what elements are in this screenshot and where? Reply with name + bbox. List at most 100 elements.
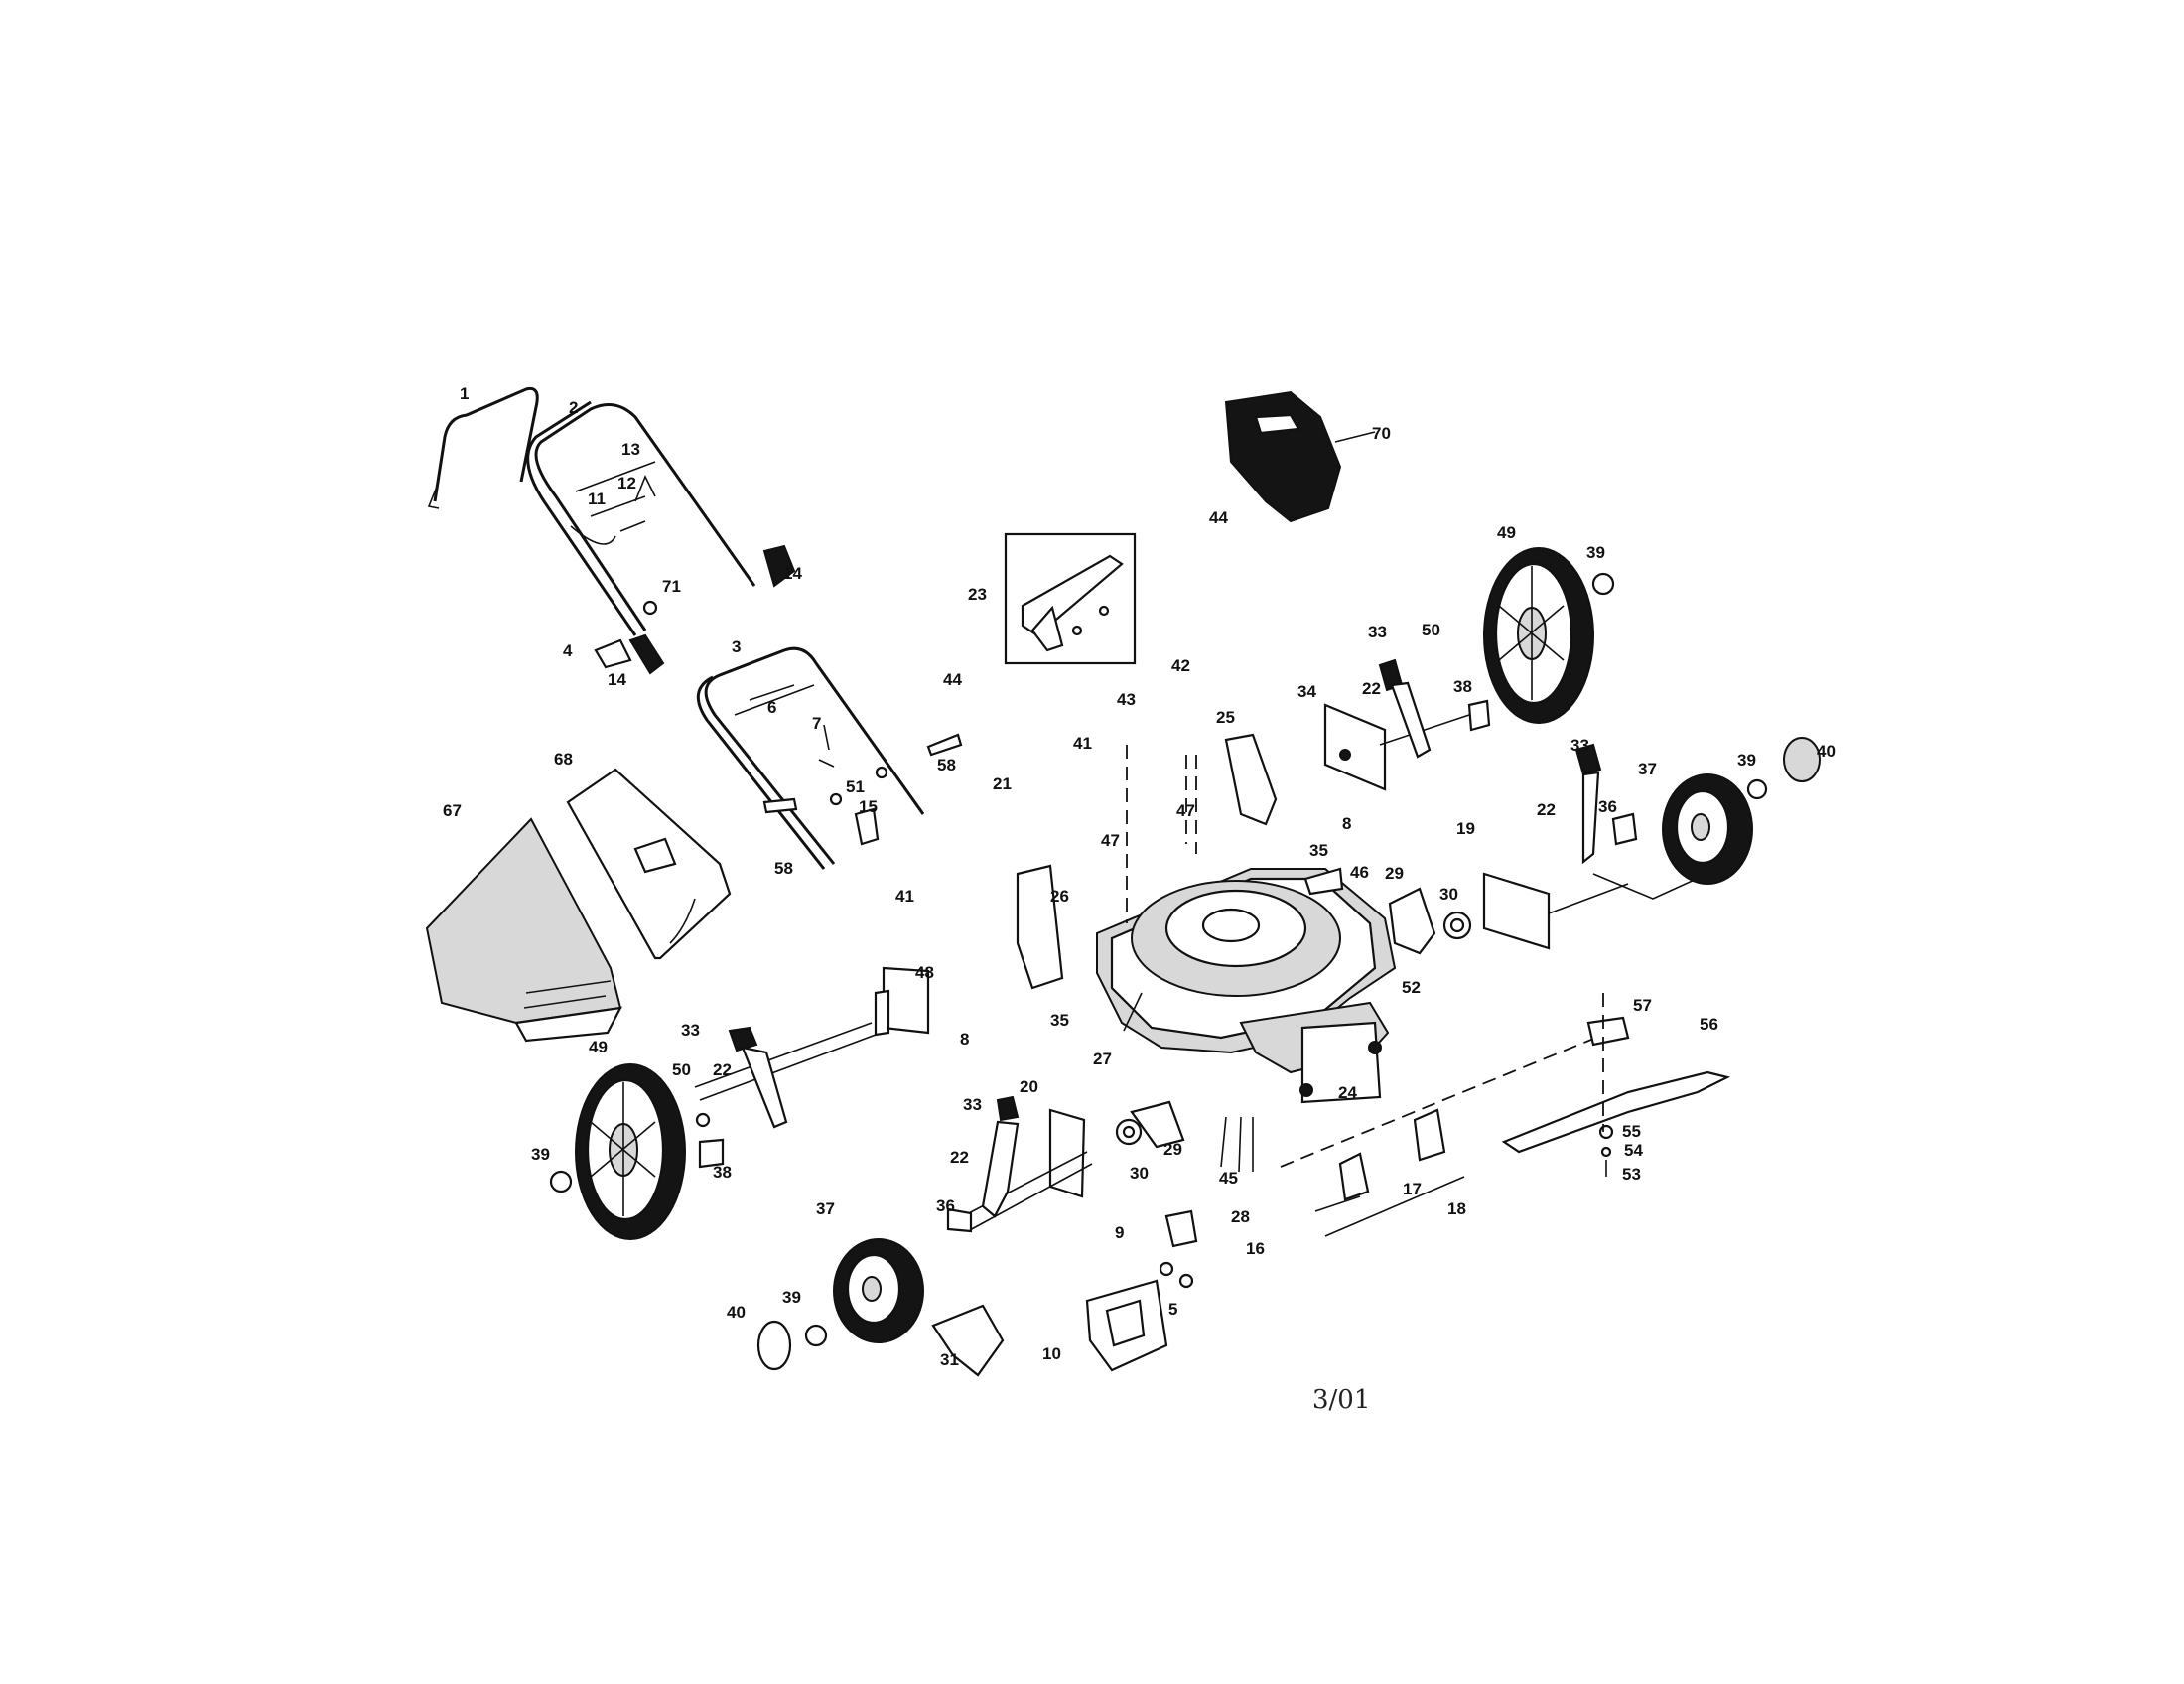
part-label-40a: 40 — [727, 1303, 746, 1322]
part-label-13: 13 — [621, 440, 640, 459]
part-label-22a: 22 — [713, 1060, 732, 1079]
lower-handle-3 — [696, 646, 925, 870]
part-label-25: 25 — [1216, 708, 1235, 727]
part-label-14b: 14 — [608, 670, 626, 689]
part-label-44a: 44 — [1209, 508, 1228, 527]
part-label-27: 27 — [1093, 1050, 1112, 1068]
front-wheel-left-37 — [833, 1238, 924, 1343]
part-label-36b: 36 — [1598, 797, 1617, 816]
part-label-37a: 37 — [816, 1199, 835, 1218]
part-label-16: 16 — [1246, 1239, 1265, 1258]
lower-misc-parts — [931, 1108, 1465, 1377]
part-label-19: 19 — [1456, 819, 1475, 838]
part-label-30a: 30 — [1439, 885, 1458, 904]
part-label-50b: 50 — [1422, 621, 1440, 639]
part-label-20: 20 — [1020, 1077, 1038, 1096]
part-label-17: 17 — [1403, 1180, 1422, 1198]
part-label-38a: 38 — [713, 1163, 732, 1182]
part-label-11: 11 — [588, 490, 606, 508]
part-label-36a: 36 — [936, 1196, 955, 1215]
part-label-58b: 58 — [774, 859, 793, 878]
part-label-35a: 35 — [1309, 841, 1328, 860]
part-label-51: 51 — [846, 777, 865, 796]
part-label-45: 45 — [1219, 1169, 1238, 1188]
engine-70 — [1224, 390, 1376, 523]
bag-frame-68 — [566, 768, 732, 960]
rear-wheel-left-49 — [575, 1063, 686, 1240]
part-label-46: 46 — [1350, 863, 1369, 882]
part-label-4: 4 — [563, 641, 573, 660]
part-label-44b: 44 — [943, 670, 962, 689]
part-label-57: 57 — [1633, 996, 1652, 1015]
blade-56 — [1501, 993, 1731, 1177]
part-label-49a: 49 — [589, 1038, 608, 1056]
part-label-41a: 41 — [1073, 734, 1092, 753]
part-label-29b: 29 — [1163, 1140, 1182, 1159]
part-label-28: 28 — [1231, 1207, 1250, 1226]
part-label-31: 31 — [940, 1350, 959, 1369]
part-label-49b: 49 — [1497, 523, 1516, 542]
front-wheel-right-37 — [1662, 773, 1753, 885]
part-label-29a: 29 — [1385, 864, 1404, 883]
part-label-9: 9 — [1115, 1223, 1124, 1242]
rear-adjuster-right — [1323, 658, 1491, 791]
part-label-39b: 39 — [782, 1288, 801, 1307]
part-label-52: 52 — [1402, 978, 1421, 997]
part-label-30b: 30 — [1130, 1164, 1149, 1183]
part-label-15: 15 — [859, 797, 878, 816]
part-label-41b: 41 — [895, 887, 914, 906]
front-adjuster-left — [946, 1095, 1093, 1233]
part-label-39c: 39 — [1586, 543, 1605, 562]
part-label-42: 42 — [1171, 656, 1190, 675]
part-label-26: 26 — [1050, 887, 1069, 906]
part-label-71: 71 — [662, 577, 681, 596]
rear-wheel-right-49 — [1483, 547, 1594, 724]
part-label-7: 7 — [812, 714, 821, 733]
part-labels: 1 2 3 4 5 6 7 8 8 9 10 11 12 13 14 14 15… — [443, 384, 1836, 1369]
discharge-chute-inset — [1004, 532, 1137, 665]
part-label-14a: 14 — [783, 564, 802, 583]
part-label-23: 23 — [968, 585, 987, 604]
wheel-hardware — [549, 572, 1821, 1371]
part-label-34: 34 — [1297, 682, 1316, 701]
part-label-22c: 22 — [1362, 679, 1381, 698]
part-label-18: 18 — [1447, 1199, 1466, 1218]
upper-handle-1 — [427, 386, 539, 509]
part-label-24: 24 — [1338, 1083, 1357, 1102]
part-label-35b: 35 — [1050, 1011, 1069, 1030]
part-label-39d: 39 — [1737, 751, 1756, 770]
handle-hardware — [594, 475, 963, 846]
part-label-70: 70 — [1372, 424, 1391, 443]
part-label-40b: 40 — [1817, 742, 1836, 761]
part-label-43: 43 — [1117, 690, 1136, 709]
part-label-48: 48 — [915, 963, 934, 982]
part-label-50a: 50 — [672, 1060, 691, 1079]
part-label-55: 55 — [1622, 1122, 1641, 1141]
part-label-33a: 33 — [681, 1021, 700, 1040]
part-label-5: 5 — [1168, 1300, 1177, 1319]
part-label-39a: 39 — [531, 1145, 550, 1164]
deck-hardware — [1016, 733, 1609, 1173]
part-label-47b: 47 — [1101, 831, 1120, 850]
part-label-56: 56 — [1700, 1015, 1718, 1034]
part-label-53: 53 — [1622, 1165, 1641, 1184]
part-label-12: 12 — [617, 474, 636, 492]
mower-deck-52 — [1096, 868, 1397, 1074]
part-label-54: 54 — [1624, 1141, 1643, 1160]
part-label-33c: 33 — [1368, 623, 1387, 641]
part-label-22d: 22 — [1537, 800, 1556, 819]
part-label-3: 3 — [732, 637, 741, 656]
part-label-38b: 38 — [1453, 677, 1472, 696]
part-label-8a: 8 — [960, 1030, 969, 1049]
part-label-33b: 33 — [963, 1095, 982, 1114]
part-label-47a: 47 — [1176, 801, 1195, 820]
part-label-22b: 22 — [950, 1148, 969, 1167]
part-label-8b: 8 — [1342, 814, 1351, 833]
grass-bag-67 — [425, 817, 622, 1043]
part-label-6: 6 — [767, 698, 776, 717]
part-label-33d: 33 — [1570, 736, 1589, 755]
upper-handle-2 — [526, 400, 756, 636]
part-label-2: 2 — [569, 398, 578, 417]
revision-date: 3/01 — [1312, 1385, 1370, 1415]
